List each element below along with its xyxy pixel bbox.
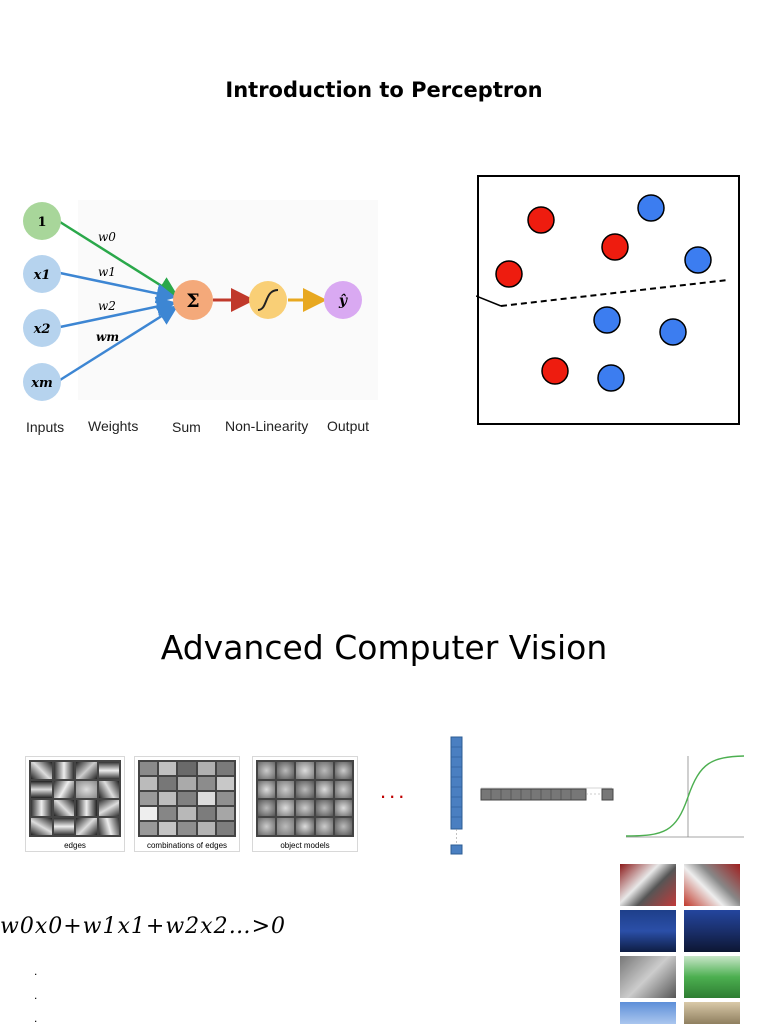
blue-point-4	[659, 318, 687, 346]
sigmoid-icon	[257, 289, 279, 311]
input-node-bias	[23, 202, 61, 240]
boundary-pointer	[476, 295, 502, 307]
label-sum: Sum	[172, 419, 201, 435]
blue-point-3	[593, 306, 621, 334]
input-node-xm	[23, 363, 61, 401]
combinations-grid	[138, 760, 236, 837]
caption-combinations: combinations of edges	[146, 841, 228, 850]
horizontal-layer-tail	[601, 788, 614, 801]
edge-xm	[59, 305, 179, 382]
input-label-x1: x1	[33, 268, 51, 283]
thumb-6	[684, 956, 740, 998]
perceptron-inequality: w0x0+w1x1+w2x2…>0	[0, 914, 286, 939]
thumb-7	[620, 1002, 676, 1024]
style-transfer-thumbnails	[620, 864, 744, 1024]
horizontal-layer	[480, 788, 587, 801]
red-point-1	[527, 206, 555, 234]
input-label-bias: 1	[37, 215, 46, 230]
linear-separator-plot	[476, 175, 740, 425]
object-models-grid	[256, 760, 354, 837]
weight-label-w0: w0	[98, 230, 116, 244]
input-label-xm: xm	[30, 376, 53, 391]
sigmoid-plot	[625, 755, 745, 838]
blue-point-5	[597, 364, 625, 392]
slide-title-cv: Advanced Computer Vision	[160, 628, 608, 667]
thumb-2	[684, 864, 740, 906]
perceptron-diagram: 1 x1 x2 xm w0 w1 w2 wm Σ ŷ Inputs Weight…	[23, 200, 378, 435]
edge-bias	[59, 220, 179, 297]
thumb-8	[684, 1002, 740, 1024]
vertical-layer	[450, 736, 463, 830]
weight-label-wm: wm	[96, 330, 119, 344]
input-label-x2: x2	[33, 322, 51, 337]
input-node-x2	[23, 309, 61, 347]
sum-symbol: Σ	[186, 290, 199, 312]
sigmoid-curve	[625, 755, 745, 837]
blue-point-2	[684, 246, 712, 274]
thumb-1	[620, 864, 676, 906]
thumb-3	[620, 910, 676, 952]
vertical-layer-tail	[450, 844, 463, 855]
edge-x2	[59, 296, 177, 329]
nonlinearity-node	[249, 281, 287, 319]
label-output: Output	[327, 418, 369, 434]
weight-label-w2: w2	[98, 299, 116, 313]
decision-boundary	[500, 279, 729, 307]
layers-ellipsis: ...	[380, 778, 408, 803]
red-point-3	[495, 260, 523, 288]
fully-connected-layers	[450, 736, 614, 855]
input-node-x1	[23, 255, 61, 293]
scatter-points	[495, 194, 712, 392]
dot-3: .	[34, 1011, 38, 1025]
feature-map-combinations: combinations of edges	[134, 756, 240, 852]
feature-map-object-models: object models	[252, 756, 358, 852]
red-point-2	[601, 233, 629, 261]
label-weights: Weights	[88, 418, 138, 434]
output-node	[324, 281, 362, 319]
slide-title-perceptron: Introduction to Perceptron	[225, 78, 543, 102]
output-symbol: ŷ	[338, 292, 348, 309]
red-point-4	[541, 357, 569, 385]
thumb-5	[620, 956, 676, 998]
dot-1: .	[34, 964, 38, 978]
label-inputs: Inputs	[26, 419, 64, 435]
caption-object-models: object models	[280, 841, 330, 850]
caption-edges: edges	[64, 841, 86, 850]
weight-label-w1: w1	[98, 265, 116, 279]
edge-x1	[59, 271, 177, 304]
dot-2: .	[34, 988, 38, 1002]
feature-map-edges: edges	[25, 756, 125, 852]
edges-grid	[29, 760, 121, 837]
thumb-4	[684, 910, 740, 952]
blue-point-1	[637, 194, 665, 222]
sum-node	[173, 280, 213, 320]
label-non-linearity: Non-Linearity	[225, 418, 308, 434]
